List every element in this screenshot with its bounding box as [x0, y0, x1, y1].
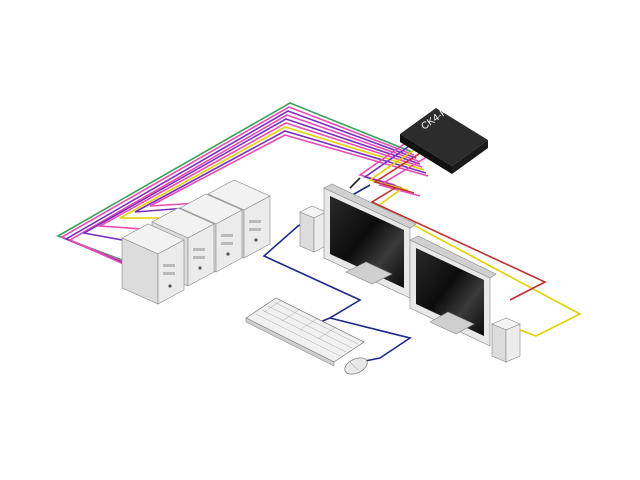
monitor-1-stand: [345, 261, 393, 285]
switch-cable-stubs: [358, 139, 431, 197]
stub-5: [377, 154, 431, 197]
monitor-2: [409, 235, 497, 347]
keyboard: [245, 297, 365, 367]
cable-black: [349, 177, 361, 189]
kvm-switch-front: [400, 134, 452, 174]
monitor-2-side: [409, 235, 497, 279]
monitor-2-stand: [429, 311, 475, 335]
stub-4: [373, 149, 426, 194]
speaker-right: [491, 317, 521, 363]
speaker-left: [299, 205, 327, 253]
monitor-1: [323, 183, 417, 299]
keyboard-edge: [245, 317, 335, 367]
monitor-1-side: [323, 183, 417, 229]
cable-navy-speaker: [262, 184, 412, 363]
kvm-switch-side: [452, 140, 488, 174]
cable-4: [68, 114, 419, 267]
cable-5: [81, 118, 421, 247]
monitor-2-screen: [416, 248, 484, 336]
keyboard-keys: [255, 299, 359, 357]
cable-yellow-right: [376, 189, 582, 337]
stub-3: [368, 145, 421, 191]
monitor-1-screen: [330, 196, 404, 288]
stub-2: [363, 141, 416, 189]
cable-red-monitor: [370, 187, 547, 301]
pc-tower-1: [121, 223, 185, 305]
mouse: [344, 357, 368, 375]
kvm-switch-top: [400, 108, 488, 166]
pc-cable-bundle: [56, 102, 429, 267]
mouse-body: [344, 357, 368, 375]
